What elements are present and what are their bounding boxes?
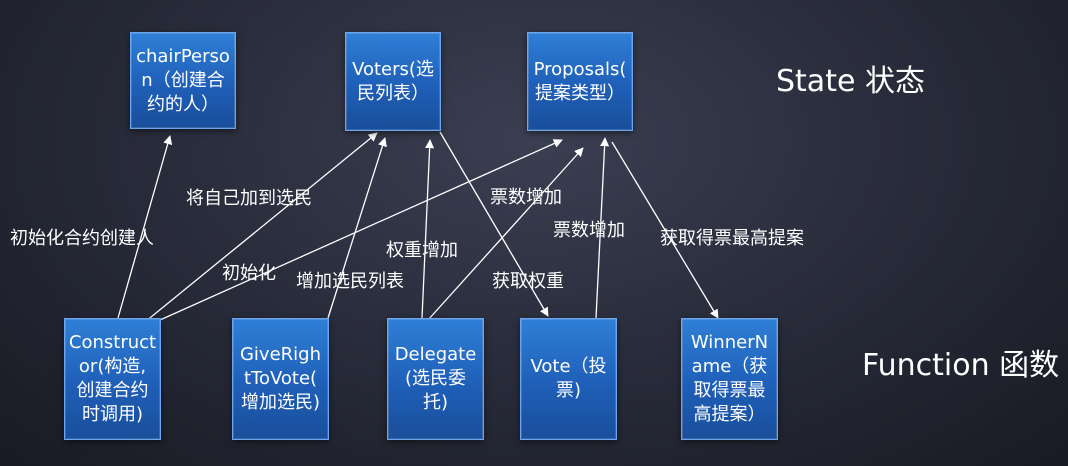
node-voters: Voters(选 民列表）	[345, 32, 441, 131]
edge-label-add-self: 将自己加到选民	[186, 188, 312, 209]
state-section-label: State 状态	[776, 64, 925, 99]
edge-label-weight-up: 权重增加	[386, 240, 458, 261]
node-vote: Vote（投 票)	[520, 318, 617, 440]
edge-label-get-weight: 获取权重	[492, 271, 564, 292]
node-give-right-to-vote: GiveRigh tToVote( 增加选民)	[232, 318, 329, 440]
arrow-constructor-to-proposals	[159, 139, 563, 321]
edge-label-votes-up-1: 票数增加	[490, 187, 562, 208]
arrow-proposals-to-winner	[611, 141, 719, 319]
arrow-delegate-to-voters	[421, 139, 435, 319]
arrow-constructor-to-chairperson	[117, 135, 173, 319]
function-section-label: Function 函数	[862, 348, 1060, 383]
arrow-giveright-to-voters	[327, 137, 387, 319]
edge-label-get-top: 获取得票最高提案	[660, 228, 804, 249]
node-proposals: Proposals( 提案类型）	[527, 32, 633, 131]
arrow-delegate-to-proposals	[427, 147, 584, 321]
edge-label-add-voters: 增加选民列表	[296, 271, 404, 292]
edge-label-votes-up-2: 票数增加	[553, 220, 625, 241]
arrow-vote-to-proposals	[595, 137, 610, 319]
node-winner-name: WinnerN ame（获 取得票最 高提案）	[681, 318, 778, 440]
edge-label-init-chair: 初始化合约创建人	[10, 228, 154, 249]
node-delegate: Delegate (选民委 托)	[387, 318, 484, 440]
edge-label-init: 初始化	[222, 263, 276, 284]
arrow-voters-to-vote	[439, 131, 549, 317]
node-constructor: Construct or(构造, 创建合约 时调用)	[64, 318, 161, 440]
arrow-constructor-to-voters	[139, 132, 378, 327]
node-chairperson: chairPerso n（创建合 约的人）	[130, 32, 236, 129]
